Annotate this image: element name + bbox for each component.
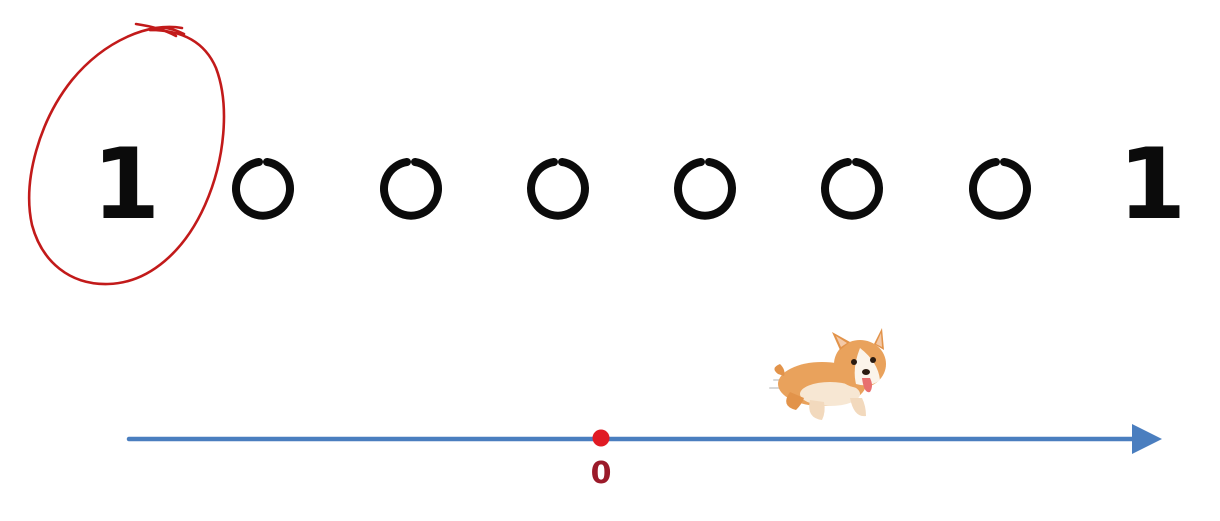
digit-1-last: 1 — [1118, 128, 1187, 242]
digit-0-ring-5 — [821, 158, 883, 220]
number-line-arrowhead — [1132, 424, 1162, 454]
origin-point — [592, 429, 610, 447]
corgi-dog-icon — [769, 328, 886, 420]
origin-label: 0 — [590, 456, 612, 491]
digit-0-ring-1 — [232, 158, 294, 220]
digit-0-ring-4 — [674, 158, 736, 220]
digit-0-ring-2 — [380, 158, 442, 220]
digit-1-first: 1 — [92, 128, 161, 242]
digit-0-ring-6 — [969, 158, 1031, 220]
digit-0-ring-3 — [527, 158, 589, 220]
